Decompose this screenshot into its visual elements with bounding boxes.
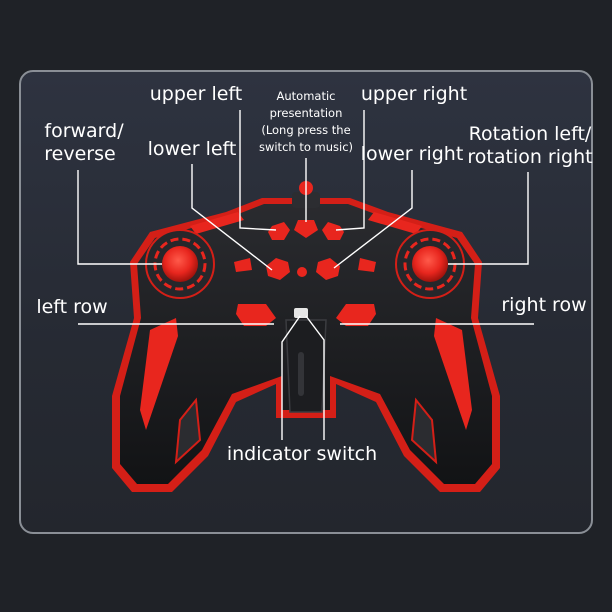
left-row-button[interactable] <box>236 304 276 326</box>
lower-right-button[interactable] <box>316 258 340 280</box>
label-lower-left: lower left <box>148 138 237 160</box>
indicator-switch[interactable] <box>294 308 308 318</box>
label-upper-left: upper left <box>150 83 242 105</box>
top-right-stripe <box>368 212 422 234</box>
label-rotation-right: rotation right <box>467 146 592 168</box>
right-stick[interactable] <box>412 246 448 282</box>
label-left-row: left row <box>36 296 107 318</box>
right-row-button[interactable] <box>336 304 376 326</box>
indicator-switch-line-left <box>281 315 301 440</box>
left-grip-accent <box>140 318 178 430</box>
face-buttons <box>234 220 376 280</box>
lower-left-line <box>191 164 273 271</box>
label-rotation-left: Rotation left/ <box>469 123 592 145</box>
label-right-row: right row <box>501 294 586 316</box>
controller <box>112 181 500 492</box>
upper-right-button[interactable] <box>322 222 344 240</box>
upper-left-button[interactable] <box>268 222 290 240</box>
top-left-stripe <box>190 212 244 234</box>
upper-left-line <box>239 110 277 231</box>
labels: upper left Automatic presentation (Long … <box>36 83 592 465</box>
lower-left-button[interactable] <box>266 258 290 280</box>
label-automatic-line-3: (Long press the <box>261 123 350 137</box>
label-lower-right: lower right <box>361 143 464 165</box>
center-indicator-button[interactable] <box>297 267 307 277</box>
callout-lines <box>77 110 534 440</box>
stem-slot <box>298 352 304 396</box>
automatic-presentation-button[interactable] <box>294 220 318 238</box>
lower-right-line <box>333 170 413 269</box>
label-automatic-line-2: presentation <box>270 106 343 120</box>
left-stick[interactable] <box>162 246 198 282</box>
label-automatic-line-4: switch to music) <box>259 140 353 154</box>
forward-reverse-line <box>77 170 162 265</box>
right-grip-accent <box>434 318 472 430</box>
right-grip-inner <box>410 397 438 465</box>
label-forward: forward/ <box>44 120 124 142</box>
label-automatic-line-1: Automatic <box>277 89 336 103</box>
center-stem <box>285 319 327 413</box>
left-grip-inner <box>174 397 202 465</box>
indicator-switch-line-right <box>305 315 325 440</box>
label-upper-right: upper right <box>361 83 467 105</box>
upper-right-line <box>335 110 365 231</box>
rotation-line <box>448 172 529 265</box>
label-reverse: reverse <box>44 143 115 165</box>
right-side-notch <box>358 258 376 272</box>
left-side-notch <box>234 258 252 272</box>
label-indicator-switch: indicator switch <box>227 443 377 465</box>
